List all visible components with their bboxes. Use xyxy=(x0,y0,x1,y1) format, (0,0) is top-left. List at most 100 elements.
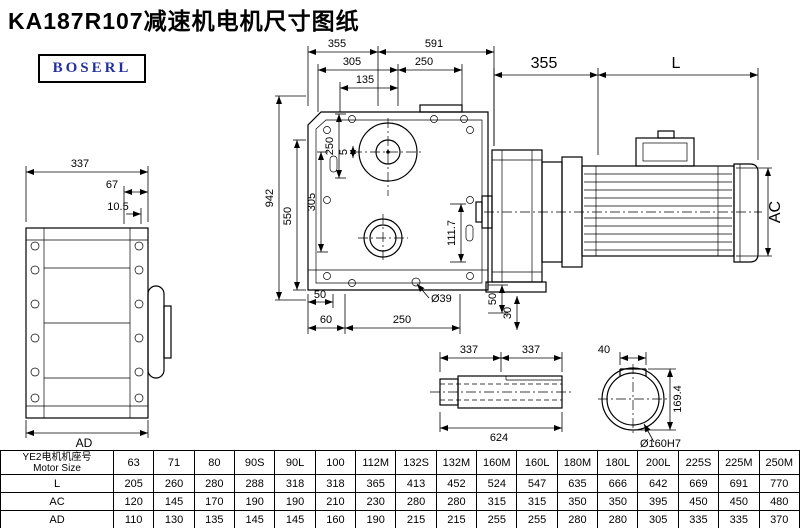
dimension-value-cell: 480 xyxy=(758,492,800,511)
dim-front-top-355: 355 xyxy=(307,38,379,106)
motor-size-header-cell: 132S xyxy=(395,450,437,475)
dimension-value-cell: 450 xyxy=(677,492,720,511)
dim-assembly-355: 355 xyxy=(493,55,599,155)
motor-fins xyxy=(584,173,732,251)
dimension-value-cell: 215 xyxy=(395,510,437,528)
dim-label-front-b250: 250 xyxy=(393,314,411,326)
dim-front-left-305v: 305 xyxy=(306,151,328,253)
motor-size-header-cell: 90S xyxy=(234,450,276,475)
dimension-value-cell: 145 xyxy=(234,510,276,528)
dimension-value-cell: 215 xyxy=(435,510,478,528)
dimension-value-cell: 135 xyxy=(193,510,236,528)
dimension-value-cell: 395 xyxy=(637,492,679,511)
dim-front-bottom-50: 50 xyxy=(307,289,334,334)
dimension-value-cell: 666 xyxy=(597,474,639,493)
motor-size-header-cell: 132M xyxy=(435,450,478,475)
dim-front-right-111-7: 111.7 xyxy=(446,203,466,263)
dimension-value-cell: 635 xyxy=(556,474,599,493)
front-view-drawing xyxy=(307,104,489,291)
motor-size-header-cell: 160L xyxy=(516,450,558,475)
shaft-detail-drawing xyxy=(430,375,572,409)
dim-label-front-250v: 250 xyxy=(324,137,336,155)
dim-label-front-135: 135 xyxy=(356,74,374,86)
dimension-value-cell: 280 xyxy=(597,510,639,528)
dim-front-bottom-250: 250 xyxy=(345,294,461,334)
label-front-hole-39: Ø39 xyxy=(416,283,452,305)
dim-side-width: 337 xyxy=(25,158,149,222)
motor-size-header-cell: 80 xyxy=(193,450,236,475)
assembly-view-drawing xyxy=(475,130,762,293)
dimension-value-cell: 413 xyxy=(395,474,437,493)
dimension-value-cell: 280 xyxy=(435,492,478,511)
dim-front-left-550: 550 xyxy=(282,139,306,291)
dimension-value-cell: 145 xyxy=(153,492,195,511)
dim-label-section-40: 40 xyxy=(598,344,610,356)
row-label-cell: AC xyxy=(0,492,114,511)
dimension-value-cell: 120 xyxy=(112,492,155,511)
technical-drawing: 337 67 10.5 AD xyxy=(25,38,784,450)
dim-front-top-591: 591 xyxy=(378,38,495,146)
motor-size-header-cell: 100 xyxy=(314,450,357,475)
dim-label-front-305v: 305 xyxy=(306,193,318,211)
dim-label-front-250: 250 xyxy=(415,56,433,68)
dim-label-front-355: 355 xyxy=(328,38,346,50)
dim-section-40: 40 xyxy=(598,344,647,365)
dim-label-assembly-AC: AC xyxy=(767,201,784,223)
table-header-en: Motor Size xyxy=(33,462,81,474)
dim-front-right-b30: 30 xyxy=(502,296,520,330)
dim-label-front-942: 942 xyxy=(264,189,276,207)
row-label-cell: L xyxy=(0,474,114,493)
dimension-value-cell: 524 xyxy=(476,474,518,493)
dimension-value-cell: 145 xyxy=(274,510,316,528)
dim-front-left-942: 942 xyxy=(264,95,306,301)
dim-section-169-4: 169.4 xyxy=(636,368,684,431)
dim-front-left-250v: 250 xyxy=(324,113,346,179)
dimension-value-cell: 669 xyxy=(677,474,720,493)
dim-label-front-hole: Ø39 xyxy=(431,293,452,305)
dimension-value-cell: 160 xyxy=(314,510,357,528)
motor-size-header-cell: 160M xyxy=(476,450,518,475)
label-section-bore: Ø160H7 xyxy=(640,423,681,450)
motor-size-header-cell: 63 xyxy=(112,450,155,475)
dimension-value-cell: 452 xyxy=(435,474,478,493)
dimension-value-cell: 450 xyxy=(718,492,760,511)
dimension-value-cell: 365 xyxy=(355,474,397,493)
dimension-value-cell: 335 xyxy=(718,510,760,528)
motor-size-header-cell: 225S xyxy=(677,450,720,475)
dim-side-ad: AD xyxy=(25,420,149,450)
table-header-label-cell: YE2电机机座号 Motor Size xyxy=(0,450,114,475)
dim-label-section-169-4: 169.4 xyxy=(672,385,684,413)
dim-label-front-b50: 50 xyxy=(314,289,326,301)
dimension-value-cell: 280 xyxy=(556,510,599,528)
dimension-value-cell: 770 xyxy=(758,474,800,493)
table-header-cn: YE2电机机座号 xyxy=(22,451,92,463)
motor-size-header-cell: 180M xyxy=(556,450,599,475)
dim-label-side-337: 337 xyxy=(71,158,89,170)
dimension-value-cell: 350 xyxy=(556,492,599,511)
dim-front-top-305: 305 xyxy=(317,56,399,112)
dim-label-shaft-337b: 337 xyxy=(522,344,540,356)
dim-label-shaft-624: 624 xyxy=(490,432,508,444)
dim-label-front-305: 305 xyxy=(343,56,361,68)
brand-logo-text: BOSERL xyxy=(52,60,132,76)
dim-label-front-b60: 60 xyxy=(320,314,332,326)
page-title: KA187R107减速机电机尺寸图纸 xyxy=(8,8,360,34)
dim-label-front-rb30: 30 xyxy=(502,307,514,319)
dimension-value-cell: 190 xyxy=(274,492,316,511)
bore-section-drawing xyxy=(598,364,668,434)
dimension-value-cell: 170 xyxy=(193,492,236,511)
dim-label-front-591: 591 xyxy=(425,38,443,50)
dim-front-top-250: 250 xyxy=(398,56,463,112)
dim-label-side-67: 67 xyxy=(106,179,118,191)
dimension-value-cell: 130 xyxy=(153,510,195,528)
dim-assembly-L: L xyxy=(598,55,759,160)
dimension-value-cell: 315 xyxy=(516,492,558,511)
dimension-value-cell: 110 xyxy=(112,510,155,528)
dimension-value-cell: 315 xyxy=(476,492,518,511)
